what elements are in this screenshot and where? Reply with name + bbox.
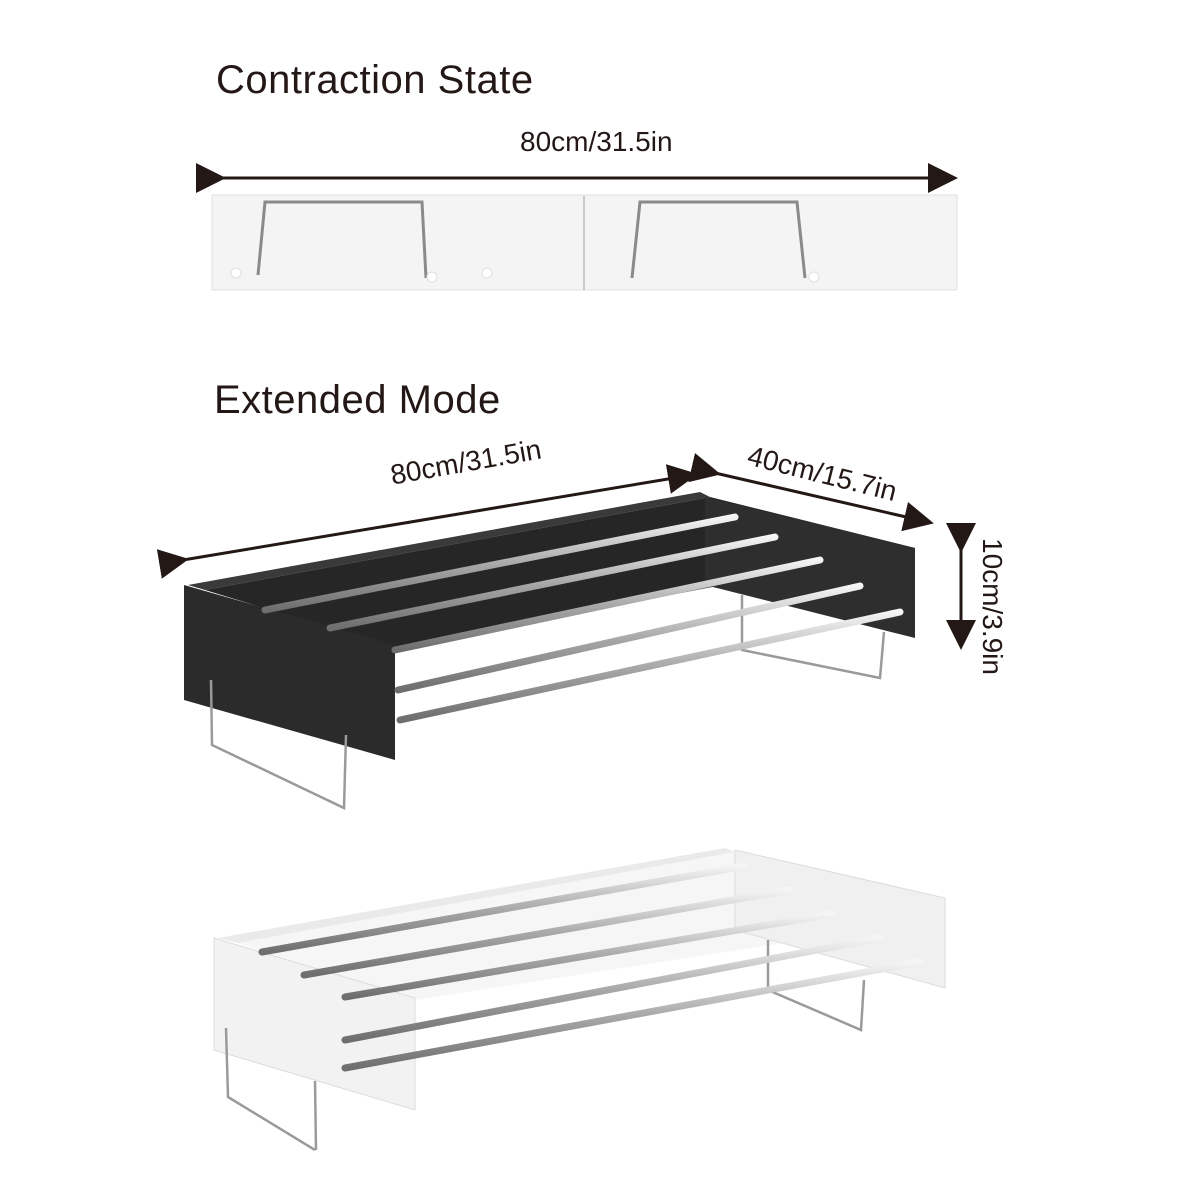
- white-drying-rack: [213, 848, 946, 1152]
- extended-mode-title: Extended Mode: [214, 378, 501, 422]
- black-drying-rack: [184, 492, 915, 810]
- contraction-state-title: Contraction State: [216, 58, 534, 102]
- extended-dimension-arrows: [156, 453, 976, 650]
- contraction-width-label: 80cm/31.5in: [520, 126, 673, 157]
- contracted-rack: [211, 194, 958, 291]
